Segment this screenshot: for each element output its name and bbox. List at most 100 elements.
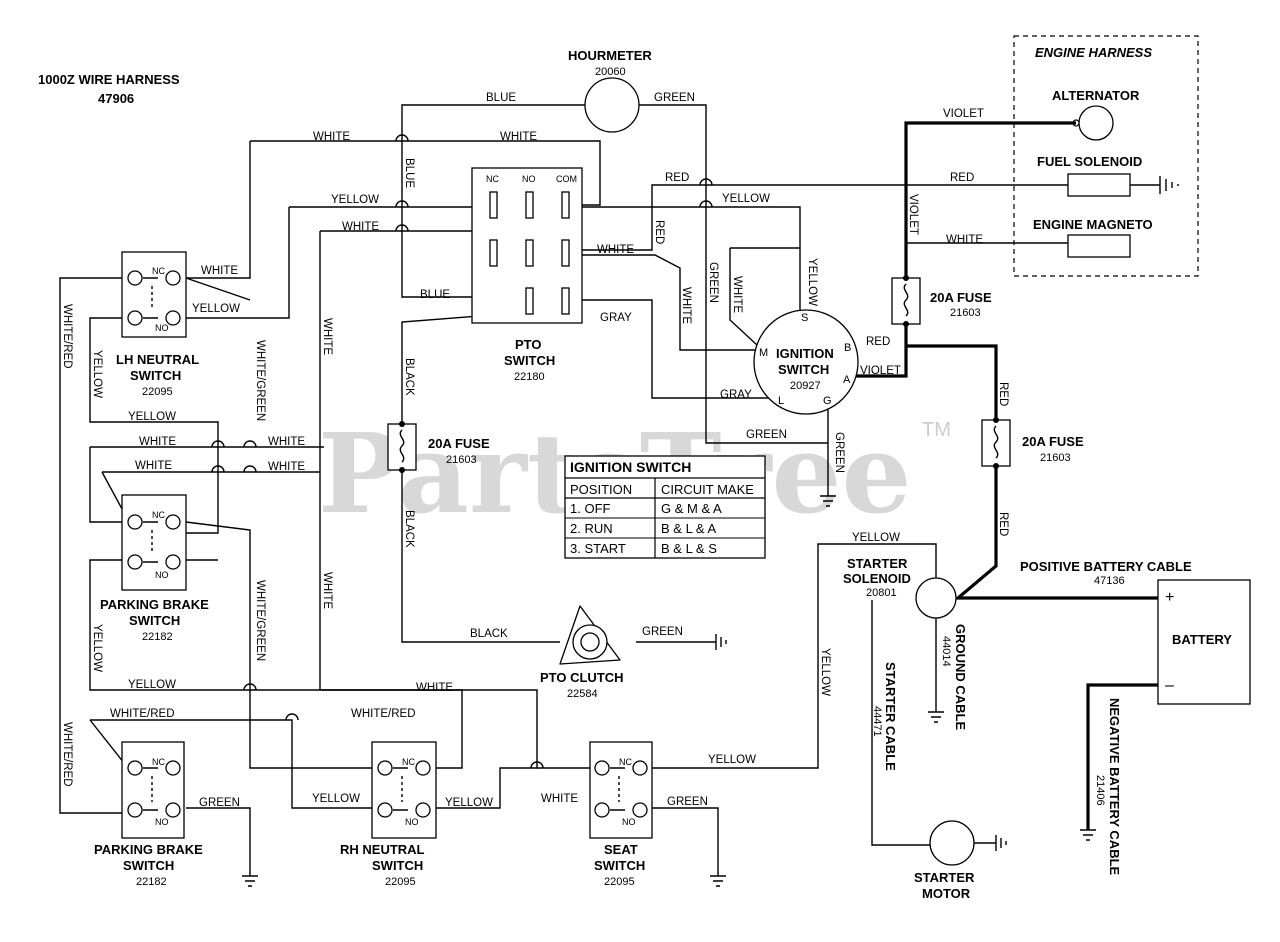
battery-label: BATTERY bbox=[1172, 632, 1232, 647]
wire-label-white: WHITE bbox=[135, 460, 172, 472]
fuse-right-top bbox=[891, 275, 921, 327]
wire-label-yellow: YELLOW bbox=[91, 350, 103, 398]
wire-label-violet: VIOLET bbox=[860, 365, 901, 377]
wire-label-white: WHITE bbox=[597, 244, 634, 256]
pto-clutch-label: PTO CLUTCH bbox=[540, 670, 624, 685]
fuel-solenoid-symbol bbox=[1067, 173, 1131, 197]
rh-neutral-label-2: SWITCH bbox=[372, 858, 423, 873]
pto-nc-label: NC bbox=[486, 174, 499, 184]
parking-brake-top-label-2: SWITCH bbox=[129, 613, 180, 628]
wire-label-green: GREEN bbox=[746, 429, 787, 441]
fuse-center bbox=[387, 421, 417, 473]
wire-label-yellow: YELLOW bbox=[708, 754, 756, 766]
wire-label-white: WHITE bbox=[680, 287, 692, 324]
ignition-switch-label-1: IGNITION bbox=[776, 346, 834, 361]
wire-label-yellow: YELLOW bbox=[852, 532, 900, 544]
wire-label-red: RED bbox=[653, 220, 665, 244]
wire-label-white-green: WHITE/GREEN bbox=[254, 580, 266, 661]
wire-label-white: WHITE bbox=[268, 436, 305, 448]
starter-solenoid-label-1: STARTER bbox=[847, 556, 908, 571]
wire-label-green: GREEN bbox=[707, 262, 719, 303]
pb-bottom-no-label: NO bbox=[155, 817, 169, 827]
wire-label-blue: BLUE bbox=[486, 92, 516, 104]
parking-brake-bottom-label-2: SWITCH bbox=[123, 858, 174, 873]
wire-label-white-red: WHITE/RED bbox=[351, 708, 416, 720]
lh-no-label: NO bbox=[155, 323, 169, 333]
wire-label-black: BLACK bbox=[403, 510, 415, 548]
battery-symbol bbox=[1157, 579, 1251, 705]
wire-label-white-red: WHITE/RED bbox=[61, 304, 73, 369]
ignition-table-cell: 1. OFF bbox=[570, 501, 611, 516]
fuse-right-mid-part: 21603 bbox=[1040, 452, 1071, 464]
ground-symbols bbox=[242, 490, 1007, 887]
rh-neutral-switch-body bbox=[371, 741, 437, 839]
wire-label-white: WHITE bbox=[201, 265, 238, 277]
wire-label-gray: GRAY bbox=[600, 312, 632, 324]
pto-clutch-part: 22584 bbox=[567, 688, 598, 700]
ignition-term-l: L bbox=[778, 395, 784, 407]
ignition-table-cell: B & L & A bbox=[661, 521, 716, 536]
pb-top-no-label: NO bbox=[155, 570, 169, 580]
wire-label-yellow: YELLOW bbox=[331, 194, 379, 206]
starter-solenoid-label-2: SOLENOID bbox=[843, 571, 911, 586]
hourmeter-symbol bbox=[584, 77, 640, 133]
wire-label-white: WHITE bbox=[541, 793, 578, 805]
starter-solenoid-part: 20801 bbox=[866, 587, 897, 599]
lh-neutral-switch-body bbox=[121, 251, 187, 338]
ignition-term-g: G bbox=[823, 395, 832, 407]
negative-cable-label: NEGATIVE BATTERY CABLE bbox=[1107, 698, 1122, 876]
fuse-center-part: 21603 bbox=[446, 454, 477, 466]
pto-clutch-symbol bbox=[559, 605, 621, 665]
starter-motor-symbol bbox=[929, 820, 975, 866]
wire-label-white: WHITE bbox=[731, 276, 743, 313]
ignition-term-a: A bbox=[843, 374, 851, 386]
wire-label-white: WHITE bbox=[268, 461, 305, 473]
wire-label-yellow: YELLOW bbox=[192, 303, 240, 315]
ignition-table-cell: G & M & A bbox=[661, 501, 722, 516]
fuel-solenoid-label: FUEL SOLENOID bbox=[1037, 154, 1142, 169]
fuse-right-top-part: 21603 bbox=[950, 307, 981, 319]
battery-plus: + bbox=[1165, 589, 1174, 606]
ignition-table: IGNITION SWITCH POSITION CIRCUIT MAKE 1.… bbox=[564, 455, 766, 559]
engine-magneto-symbol bbox=[1067, 234, 1131, 258]
wire-label-white: WHITE bbox=[500, 131, 537, 143]
rh-neutral-label-1: RH NEUTRAL bbox=[340, 842, 425, 857]
watermark-tm: TM bbox=[922, 419, 951, 441]
engine-magneto-label: ENGINE MAGNETO bbox=[1033, 217, 1153, 232]
seat-no-label: NO bbox=[622, 817, 636, 827]
starter-motor-label-1: STARTER bbox=[914, 870, 975, 885]
wire-label-yellow: YELLOW bbox=[722, 193, 770, 205]
parking-brake-bottom-label-1: PARKING BRAKE bbox=[94, 842, 203, 857]
lh-neutral-part: 22095 bbox=[142, 386, 173, 398]
wire-label-red: RED bbox=[665, 172, 689, 184]
pto-switch-label-1: PTO bbox=[515, 337, 542, 352]
pto-com-label: COM bbox=[556, 174, 577, 184]
pto-no-label: NO bbox=[522, 174, 536, 184]
starter-motor-label-2: MOTOR bbox=[922, 886, 971, 901]
wire-label-white-red: WHITE/RED bbox=[110, 708, 175, 720]
ground-cable-part: 44014 bbox=[940, 636, 952, 667]
hourmeter-label: HOURMETER bbox=[568, 48, 652, 63]
wire-label-yellow: YELLOW bbox=[128, 411, 176, 423]
negative-cable-part: 21406 bbox=[1094, 775, 1106, 806]
wire-label-violet: VIOLET bbox=[907, 194, 919, 235]
wire-label-violet: VIOLET bbox=[943, 108, 984, 120]
diagram-part-number: 47906 bbox=[98, 91, 134, 106]
ignition-table-cell: 2. RUN bbox=[570, 521, 613, 536]
fuse-right-top-label: 20A FUSE bbox=[930, 290, 992, 305]
ignition-table-header-circuit: CIRCUIT MAKE bbox=[661, 482, 754, 497]
parking-brake-bottom-part: 22182 bbox=[136, 876, 167, 888]
diagram-title: 1000Z WIRE HARNESS bbox=[38, 72, 180, 87]
wire-label-green: GREEN bbox=[667, 796, 708, 808]
parking-brake-top-switch-body bbox=[121, 494, 187, 591]
ignition-term-b: B bbox=[844, 342, 851, 354]
wire-label-black: BLACK bbox=[470, 628, 508, 640]
wire-label-red: RED bbox=[866, 336, 890, 348]
ignition-term-m: M bbox=[759, 347, 768, 359]
fuse-right-mid bbox=[981, 417, 1011, 469]
pto-switch-terminals bbox=[489, 191, 570, 315]
wire-label-blue: BLUE bbox=[420, 289, 450, 301]
pto-switch-part: 22180 bbox=[514, 371, 545, 383]
lh-neutral-label-2: SWITCH bbox=[130, 368, 181, 383]
